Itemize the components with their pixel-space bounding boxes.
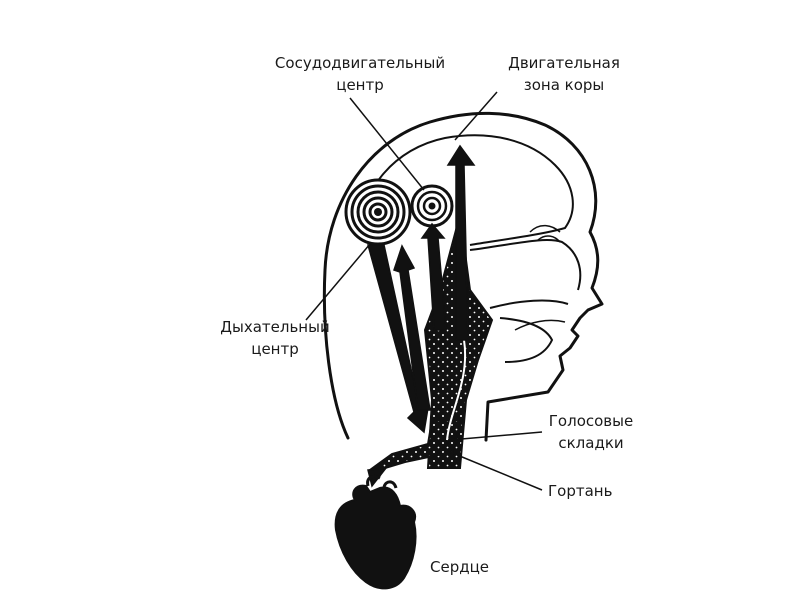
larynx-leader-line	[450, 452, 542, 490]
respiratory-center-label: Дыхательный центр	[190, 316, 360, 360]
respiratory-leader-line	[306, 244, 370, 320]
nasal-cavity-line	[470, 240, 580, 290]
vasomotor-center-label: Сосудодвигательный центр	[255, 52, 465, 96]
respiratory-center-rings	[346, 180, 410, 244]
heart-label-text: Сердце	[430, 556, 530, 578]
motor-label-line-1: Двигательная	[484, 52, 644, 74]
heart-shape	[336, 486, 416, 589]
vocal-label-line-1: Голосовые	[536, 410, 646, 432]
respiratory-label-line-2: центр	[190, 338, 360, 360]
vasomotor-label-line-1: Сосудодвигательный	[255, 52, 465, 74]
ascending-arrow-to-vasomotor	[422, 224, 446, 330]
respiratory-label-line-1: Дыхательный	[190, 316, 360, 338]
heart-label: Сердце	[430, 556, 530, 578]
larynx-label-text: Гортань	[548, 480, 648, 502]
vocal-label-line-2: складки	[536, 432, 646, 454]
vasomotor-label-line-2: центр	[255, 74, 465, 96]
motor-label-line-2: зона коры	[484, 74, 644, 96]
vasomotor-leader-line	[350, 98, 424, 190]
vocal-folds-label: Голосовые складки	[536, 410, 646, 454]
motor-cortex-zone-label: Двигательная зона коры	[484, 52, 644, 96]
larynx-label: Гортань	[548, 480, 648, 502]
palate-line	[490, 301, 568, 308]
vasomotor-center-rings	[412, 186, 452, 226]
